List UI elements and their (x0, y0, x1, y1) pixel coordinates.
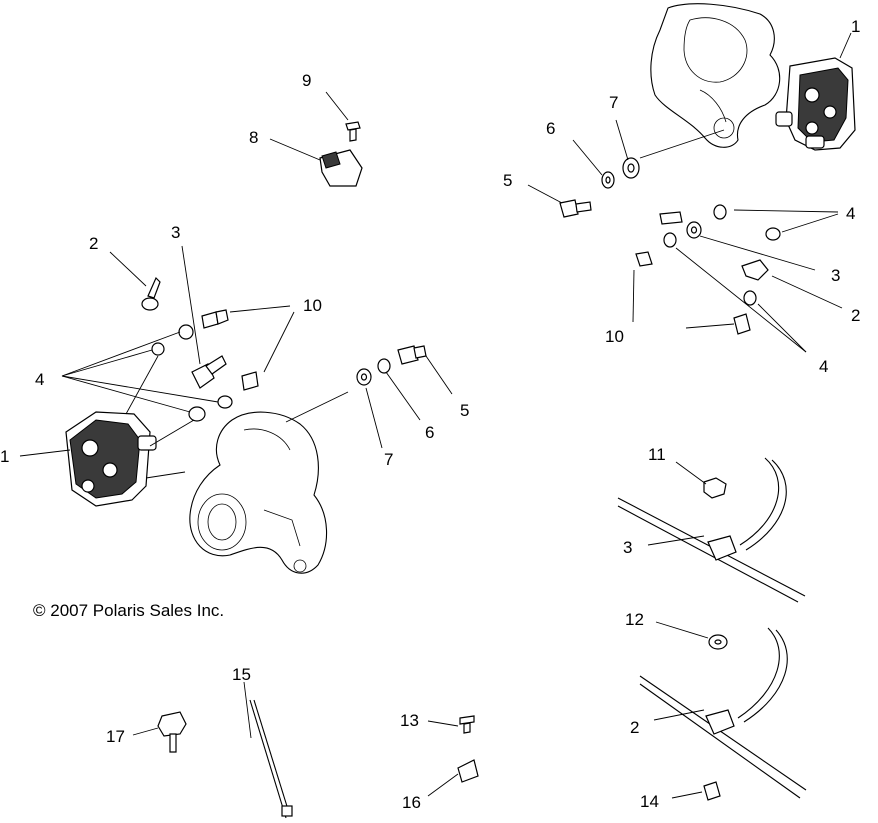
cable-routing-3 (617, 457, 806, 603)
callout-8: 8 (249, 128, 258, 147)
callout-12: 12 (625, 610, 644, 629)
clip-17 (157, 711, 187, 753)
leader-lines (19, 32, 852, 799)
fastener-13 (459, 715, 475, 734)
callout-3-right: 3 (831, 266, 840, 285)
brake-caliper-left (65, 411, 157, 507)
brake-line-fitting-right (659, 211, 702, 239)
knuckle-ghost-top-right (650, 3, 781, 148)
callout-2-clip: 2 (630, 718, 639, 737)
bolt-10-right (635, 251, 653, 267)
callout-7-left: 7 (384, 450, 393, 469)
callout-9: 9 (302, 71, 311, 90)
bolt-14 (703, 781, 721, 801)
cable-routing-2 (639, 627, 807, 799)
callout-11: 11 (648, 445, 666, 464)
callout-4-right-bottom: 4 (819, 357, 828, 376)
callout-14: 14 (640, 792, 659, 811)
clip-2-right (741, 259, 769, 281)
callout-16: 16 (402, 793, 421, 812)
callout-10-left: 10 (303, 296, 322, 315)
bolt-10-left-upper (201, 309, 229, 329)
callout-13: 13 (400, 711, 419, 730)
bracket-8 (319, 149, 363, 187)
brake-line-15 (249, 699, 293, 819)
callout-7-right: 7 (609, 93, 618, 112)
washers-4-left (151, 324, 233, 422)
callout-labels: 1 7 6 5 4 3 2 10 4 9 8 2 3 10 4 1 5 6 7 … (0, 17, 860, 812)
callout-15: 15 (232, 665, 251, 684)
clip-2-left (141, 276, 161, 311)
callout-2-right: 2 (851, 306, 860, 325)
washer-6-left (377, 358, 391, 374)
callout-10-right: 10 (605, 327, 624, 346)
washers-4-right (663, 204, 781, 306)
callout-1-right: 1 (851, 17, 860, 36)
copyright-notice: © 2007 Polaris Sales Inc. (33, 601, 225, 620)
callout-4-right-top: 4 (846, 204, 855, 223)
bolt-5-left (397, 345, 427, 365)
washer-7-right (622, 157, 640, 179)
bolt-5-right (559, 199, 592, 218)
bolt-9 (345, 121, 361, 142)
nut-11 (703, 477, 727, 499)
callout-17: 17 (106, 727, 125, 746)
brake-caliper-right (775, 57, 856, 151)
callout-3-left: 3 (171, 223, 180, 242)
washer-7-left (356, 368, 372, 386)
callout-6-left: 6 (425, 423, 434, 442)
knuckle-left (189, 411, 328, 574)
callout-5-right: 5 (503, 171, 512, 190)
bleeder-fitting-right (733, 313, 751, 335)
callout-6-right: 6 (546, 119, 555, 138)
clamp-16 (457, 759, 479, 783)
callout-4-left: 4 (35, 370, 44, 389)
bolt-10-left-lower (241, 371, 259, 391)
brake-line-3-left (191, 355, 227, 389)
callout-5-left: 5 (460, 401, 469, 420)
washer-6-right (601, 171, 615, 189)
callout-1-left: 1 (0, 447, 9, 466)
callout-2-left: 2 (89, 234, 98, 253)
washer-12 (708, 634, 728, 650)
callout-3-clip: 3 (623, 538, 632, 557)
